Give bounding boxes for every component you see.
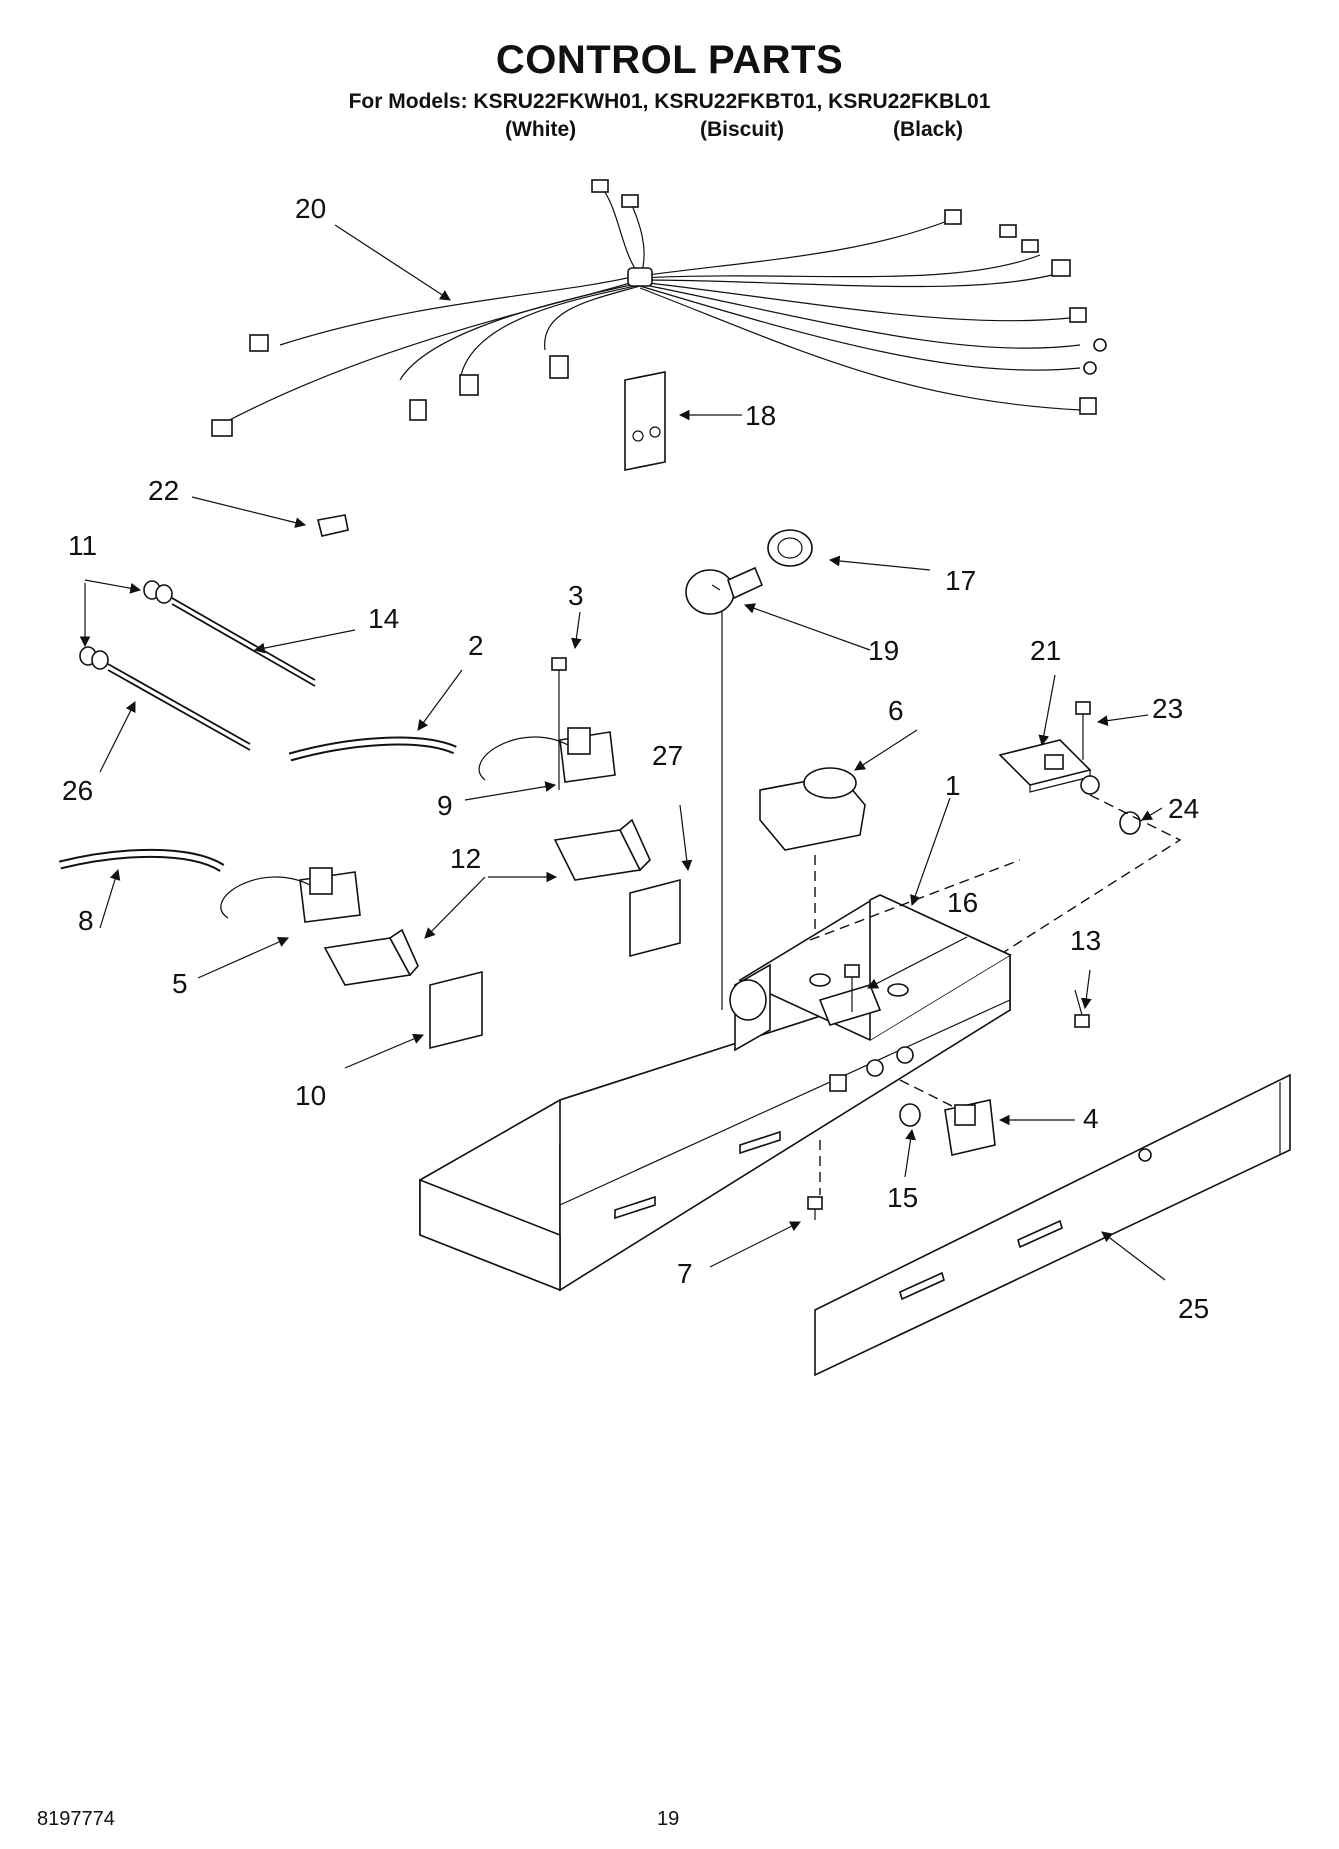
callout-5: 5: [172, 968, 188, 999]
callout-17: 17: [945, 565, 976, 596]
doc-number: 8197774: [37, 1808, 115, 1830]
part-10-label: [429, 970, 483, 1050]
callout-labels: 1 2 3 4 5 6 7 8 9 10 11 12 13 14 15 16 1…: [62, 193, 1209, 1324]
callout-20: 20: [295, 193, 326, 224]
part-25-trim-strip: [814, 1073, 1291, 1377]
color-label-black: (Black): [893, 118, 964, 141]
callout-8: 8: [78, 905, 94, 936]
small-fasteners-and-controls: [807, 964, 1090, 1220]
part-18-pad: [624, 371, 666, 471]
part-27-label: [629, 878, 681, 958]
color-label-biscuit: (Biscuit): [700, 118, 784, 141]
callout-7: 7: [677, 1258, 693, 1289]
callout-14: 14: [368, 603, 399, 634]
part-3-screw-9-switch: [478, 657, 616, 790]
callout-23: 23: [1152, 693, 1183, 724]
part-17-socket-19-bulb: [685, 529, 813, 1010]
callout-9: 9: [437, 790, 453, 821]
color-label-white: (White): [505, 118, 577, 141]
part-5-switch: [220, 867, 361, 923]
callout-13: 13: [1070, 925, 1101, 956]
page-title: CONTROL PARTS: [495, 38, 844, 82]
callout-2: 2: [468, 630, 484, 661]
callout-10: 10: [295, 1080, 326, 1111]
callout-19: 19: [868, 635, 899, 666]
callout-24: 24: [1168, 793, 1199, 824]
part-6-defrost-timer: [759, 767, 866, 950]
part-12-brackets: [323, 818, 651, 986]
part-21-23-24-assembly: [959, 701, 1182, 981]
callout-22: 22: [148, 475, 179, 506]
callout-16: 16: [947, 887, 978, 918]
callout-27: 27: [652, 740, 683, 771]
page-number: 19: [657, 1808, 680, 1830]
part-1-control-housing: [419, 859, 1021, 1292]
callout-25: 25: [1178, 1293, 1209, 1324]
models-line: For Models: KSRU22FKWH01, KSRU22FKBT01, …: [348, 90, 991, 113]
callout-12: 12: [450, 843, 481, 874]
callout-6: 6: [888, 695, 904, 726]
callout-4: 4: [1083, 1103, 1099, 1134]
parts-11-14-26-tubes: [79, 580, 316, 751]
callout-21: 21: [1030, 635, 1061, 666]
wire-harness: [211, 179, 1107, 437]
callout-arrows: [79, 224, 1166, 1281]
part-22-clip: [317, 514, 349, 537]
callout-3: 3: [568, 580, 584, 611]
callout-11: 11: [68, 530, 97, 561]
callout-1: 1: [945, 770, 961, 801]
callout-15: 15: [887, 1182, 918, 1213]
callout-18: 18: [745, 400, 776, 431]
callout-26: 26: [62, 775, 93, 806]
